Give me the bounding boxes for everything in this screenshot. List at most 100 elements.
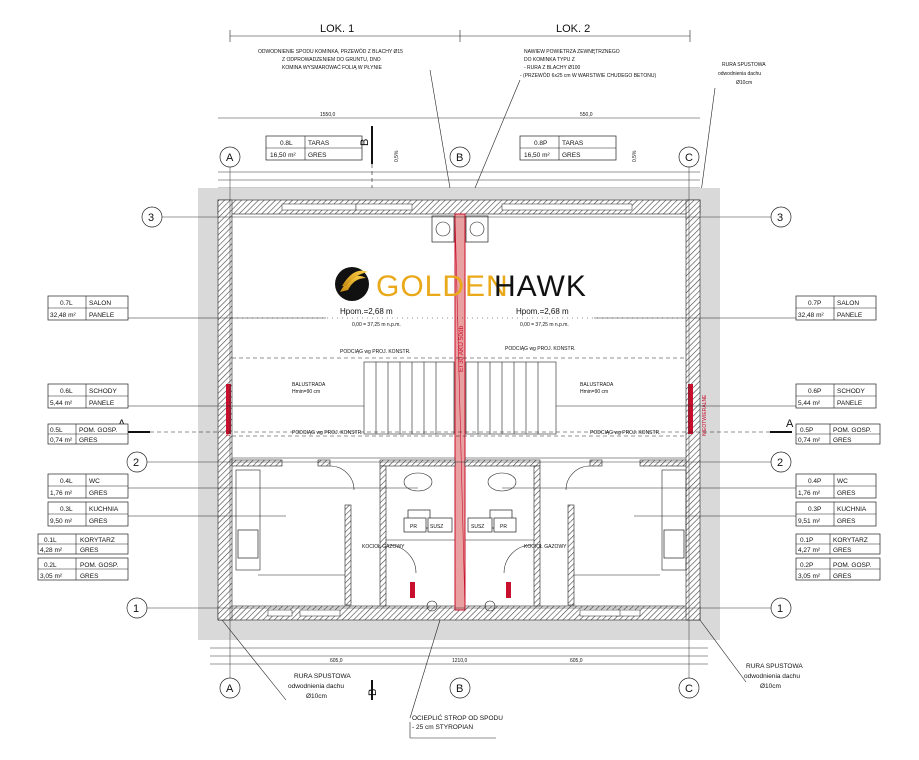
room-right-0-code: 0.7P xyxy=(808,300,821,307)
room-right-6-code: 0.2P xyxy=(800,562,813,569)
room-right-1-code: 0.6P xyxy=(808,388,821,395)
room-right-3-finish: GRES xyxy=(837,490,856,497)
section-b-bottom: B xyxy=(367,680,379,700)
room-table-right-salon: 0.7P SALON 32,48 m² PANELE xyxy=(594,295,877,321)
downpipe-top-line-3: Ø10cm xyxy=(736,80,752,86)
room-right-2-area: 0,74 m² xyxy=(798,437,821,444)
room-left-1-finish: PANELE xyxy=(89,400,115,407)
terrace-left-area: 16,50 m² xyxy=(270,152,296,159)
terrace-right-code: 0.8P xyxy=(534,140,547,147)
room-right-6-area: 3,05 m² xyxy=(798,573,821,580)
room-right-5-area: 4,27 m² xyxy=(798,547,821,554)
note-air-line-4: - (PRZEWÓD 6x25 cm W WARSTWIE CHUDEGO BE… xyxy=(520,72,656,79)
lok1-label: LOK. 1 xyxy=(320,23,354,35)
party-wall: EI 30 AKU 50db xyxy=(454,213,466,611)
axis-3-right: 3 xyxy=(777,212,783,224)
room-right-1-name: SCHODY xyxy=(837,388,865,395)
note-air-line-3: - RURA Z BLACHY Ø100 xyxy=(524,65,581,71)
room-table-left-salon: 0.7L SALON 32,48 m² PANELE xyxy=(47,295,326,321)
room-left-4-name: KUCHNIA xyxy=(89,506,119,513)
room-left-5-code: 0.1L xyxy=(44,537,57,544)
terrace-left-code: 0.8L xyxy=(280,140,293,147)
beam-lines: PODCIĄG wg PROJ. KONSTR. PODCIĄG wg PROJ… xyxy=(232,346,686,550)
room-right-4-finish: GRES xyxy=(837,518,856,525)
susz-right: SUSZ xyxy=(471,524,484,530)
axis-c-top: C xyxy=(685,152,693,164)
axis-c-bottom: C xyxy=(685,683,693,695)
kociol-right: KOCIOŁ GAZOWY xyxy=(524,544,567,550)
logo-part-hawk: HAWK xyxy=(494,270,587,303)
room-left-1-name: SCHODY xyxy=(89,388,117,395)
downpipe-bl-line-2: odwodnienia dachu xyxy=(288,683,344,690)
balustrada-left-h: Hmin=90 cm xyxy=(292,389,320,395)
terrace-right-area: 16,50 m² xyxy=(524,152,550,159)
height-right: Hpom.=2,68 m xyxy=(516,307,569,316)
note-chimney-line-1: ODWODNIENIE SPODU KOMINKA, PRZEWÓD Z BLA… xyxy=(258,48,403,55)
note-downpipe-top: RURA SPUSTOWA odwodnienia dachu Ø10cm xyxy=(699,62,766,201)
room-right-0-name: SALON xyxy=(837,300,859,307)
room-left-6-finish: GRES xyxy=(80,573,99,580)
axis-a-bottom: A xyxy=(226,683,234,695)
room-left-3-name: WC xyxy=(89,478,100,485)
room-table-right-kuchnia: 0.3P KUCHNIA 9,51 m² GRES xyxy=(634,501,877,527)
axis-b-bottom: B xyxy=(456,683,463,695)
axis-1-left: 1 xyxy=(133,603,139,615)
podciag-right: PODCIĄG wg PROJ. KONSTR. xyxy=(505,346,576,352)
room-left-6-code: 0.2L xyxy=(44,562,57,569)
chimneys xyxy=(431,215,489,243)
dim-top-total: 1550,0 xyxy=(320,112,336,118)
level-left: 0,00 = 37,25 m n.p.m. xyxy=(352,322,401,328)
room-left-0-code: 0.7L xyxy=(60,300,73,307)
axis-3-left: 3 xyxy=(148,212,154,224)
terrace-right-name: TARAS xyxy=(562,140,584,147)
note-air-line-2: DO KOMINKA TYPU Z xyxy=(524,57,575,63)
exterior-walls xyxy=(217,199,701,621)
note-air-inlet: NAWIEW POWIETRZA ZEWNĘTRZNEGO DO KOMINKA… xyxy=(469,49,656,201)
section-a-right: A xyxy=(786,418,794,430)
room-table-right-pom-gosp-2: 0.2P POM. GOSP. 3,05 m² GRES xyxy=(795,557,881,581)
note-downpipe-bottom-right: RURA SPUSTOWA odwodnienia dachu Ø10cm xyxy=(699,619,803,690)
room-right-2-name: POM. GOSP. xyxy=(833,427,871,434)
header-lok-labels: LOK. 1 LOK. 2 xyxy=(229,23,691,42)
room-right-4-code: 0.3P xyxy=(808,506,821,513)
room-table-left-kuchnia: 0.3L KUCHNIA 9,50 m² GRES xyxy=(47,501,286,527)
downpipe-br-line-3: Ø10cm xyxy=(760,683,781,690)
downpipe-br-line-1: RURA SPUSTOWA xyxy=(746,663,803,670)
insulate-line-2: - 25 cm STYROPIAN xyxy=(412,724,473,731)
room-right-2-finish: GRES xyxy=(833,437,852,444)
kociol-left: KOCIOŁ GAZOWY xyxy=(362,544,405,550)
room-left-2-name: POM. GOSP. xyxy=(79,427,117,434)
room-left-2-finish: GRES xyxy=(79,437,98,444)
slope-left: 0,5% xyxy=(394,150,400,162)
side-left-note: NIEOTWIERALNE xyxy=(226,394,232,436)
room-right-1-area: 5,44 m² xyxy=(798,400,821,407)
room-left-2-area: 0,74 m² xyxy=(50,437,73,444)
note-chimney-line-3: KOMINA WYSMAROWAĆ FOLIĄ W PŁYNIE xyxy=(282,64,382,71)
room-left-5-area: 4,28 m² xyxy=(40,547,63,554)
bottom-dimensions: 1210,0 605,0 605,0 xyxy=(210,647,708,665)
terrace-left-box: 0.8L TARAS 16,50 m² GRES xyxy=(265,135,363,161)
side-right-note: NIEOTWIERALNE xyxy=(702,394,708,436)
axis-2-right: 2 xyxy=(777,457,783,469)
room-table-right-schody: 0.6P SCHODY 5,44 m² PANELE xyxy=(556,383,877,409)
balustrada-left: BALUSTRADA xyxy=(292,382,326,388)
room-right-6-finish: GRES xyxy=(833,573,852,580)
room-left-4-area: 9,50 m² xyxy=(50,518,73,525)
lok2-label: LOK. 2 xyxy=(556,23,590,35)
room-table-right-wc: 0.4P WC 1,76 m² GRES xyxy=(502,473,877,499)
susz-left: SUSZ xyxy=(430,524,443,530)
downpipe-br-line-2: odwodnienia dachu xyxy=(744,673,800,680)
room-left-5-finish: GRES xyxy=(80,547,99,554)
room-table-right-pom-gosp: 0.5P POM. GOSP. 0,74 m² GRES xyxy=(795,423,881,445)
downpipe-top-line-2: odwodnienia dachu xyxy=(718,71,761,77)
insulate-line-1: OCIEPLIĆ STROP OD SPODU xyxy=(412,713,503,722)
room-left-5-name: KORYTARZ xyxy=(80,537,115,544)
terrace-right-finish: GRES xyxy=(562,152,581,159)
goldenhawk-logo: GOLDEN HAWK xyxy=(335,267,587,303)
terrace-left-name: TARAS xyxy=(308,140,330,147)
note-air-line-1: NAWIEW POWIETRZA ZEWNĘTRZNEGO xyxy=(524,49,620,55)
room-right-4-area: 9,51 m² xyxy=(798,518,821,525)
firewall-label: EI 30 AKU 50db xyxy=(458,325,465,372)
balustrada-right: BALUSTRADA xyxy=(580,382,614,388)
